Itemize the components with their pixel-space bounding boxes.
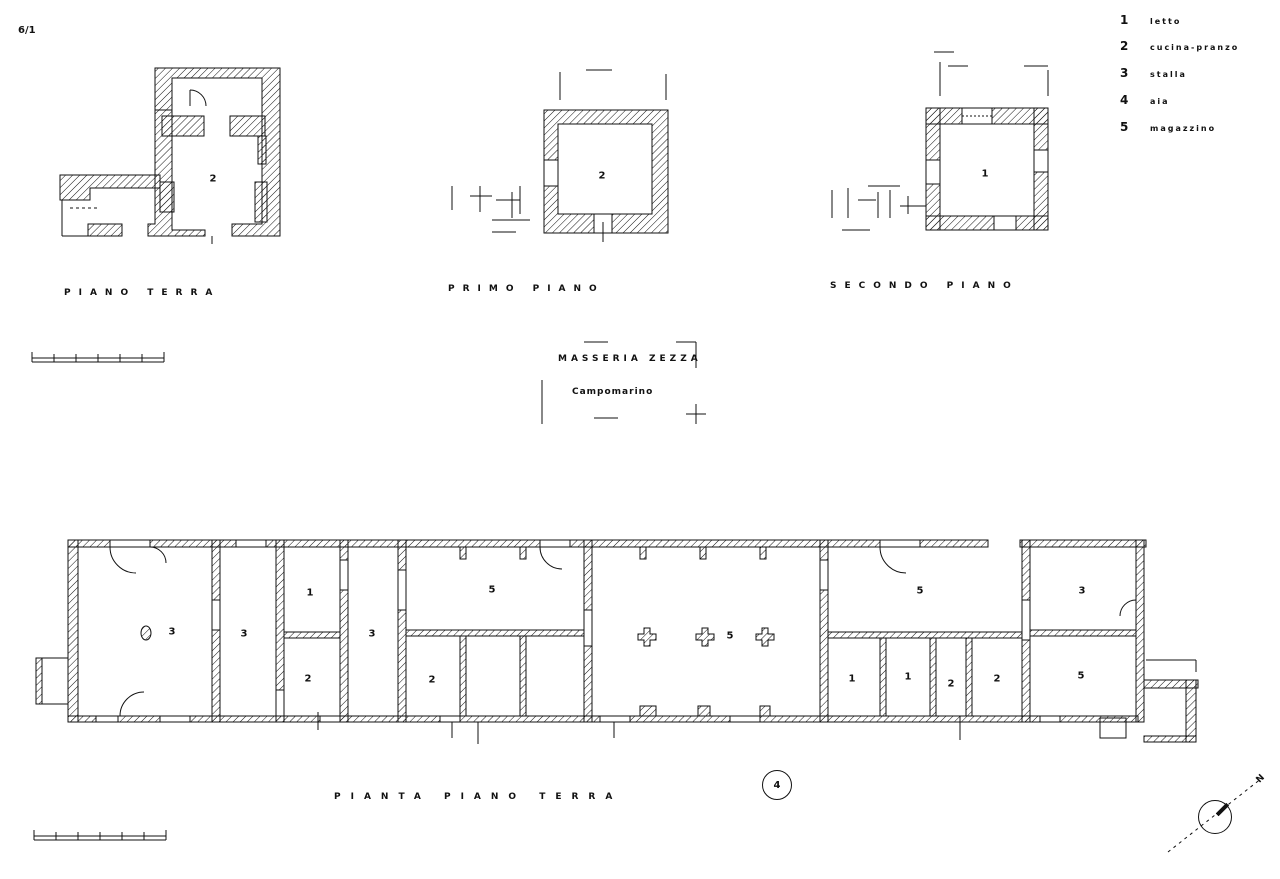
legend-item-5: 5 magazzino: [1120, 116, 1217, 134]
room-label: 2: [947, 678, 955, 690]
room-label: 2: [304, 673, 312, 685]
legend-number: 2: [1120, 39, 1129, 53]
room-label: 5: [1077, 670, 1085, 682]
legend-item-2: 2 cucina-pranzo: [1120, 35, 1240, 53]
room-label: 5: [916, 585, 924, 597]
plan-title-piano-terra: PIANO TERRA: [64, 288, 221, 298]
plan-title-pianta: PIANTA PIANO TERRA: [334, 792, 623, 802]
plan-piano-terra: [59, 67, 281, 244]
sheet-index: 4: [773, 779, 781, 791]
room-label: 3: [240, 628, 248, 640]
legend-item-1: 1 letto: [1120, 9, 1182, 27]
legend-label: aia: [1150, 97, 1170, 106]
north-axis-line: [1167, 777, 1263, 853]
room-label: 2: [598, 170, 606, 182]
plan-secondo-piano: [831, 51, 1049, 231]
legend-number: 1: [1120, 13, 1129, 27]
room-label: 3: [1078, 585, 1086, 597]
scale-bar-top: [31, 352, 165, 363]
scale-bar-bottom: [33, 830, 167, 841]
project-place: Campomarino: [572, 387, 654, 397]
sheet-index-badge: 4: [762, 770, 792, 800]
room-label: 2: [993, 673, 1001, 685]
legend-label: magazzino: [1150, 124, 1217, 133]
legend-number: 4: [1120, 93, 1129, 107]
plan-primo-piano: [451, 69, 669, 242]
plan-pianta-piano-terra: [35, 539, 1199, 744]
north-arrow-icon: [1198, 800, 1232, 834]
legend-number: 3: [1120, 66, 1129, 80]
project-name: MASSERIA ZEZZA: [558, 354, 702, 364]
plan-title-secondo-piano: SECONDO PIANO: [830, 281, 1019, 291]
room-label: 3: [168, 626, 176, 638]
room-label: 1: [981, 168, 989, 180]
plan-title-primo-piano: PRIMO PIANO: [448, 284, 605, 294]
room-label: 5: [726, 630, 734, 642]
room-label: 2: [428, 674, 436, 686]
legend-item-4: 4 aia: [1120, 89, 1170, 107]
legend-item-3: 3 stalla: [1120, 62, 1187, 80]
sheet-number: 6/1: [18, 25, 36, 36]
legend-label: cucina-pranzo: [1150, 43, 1240, 52]
room-label: 2: [209, 173, 217, 185]
legend-label: letto: [1150, 17, 1182, 26]
room-label: 3: [368, 628, 376, 640]
title-block-frame: [541, 341, 706, 424]
legend-number: 5: [1120, 120, 1129, 134]
room-label: 5: [488, 584, 496, 596]
room-label: 1: [848, 673, 856, 685]
room-label: 1: [306, 587, 314, 599]
legend-label: stalla: [1150, 70, 1187, 79]
room-label: 1: [904, 671, 912, 683]
north-needle: [1205, 802, 1230, 827]
